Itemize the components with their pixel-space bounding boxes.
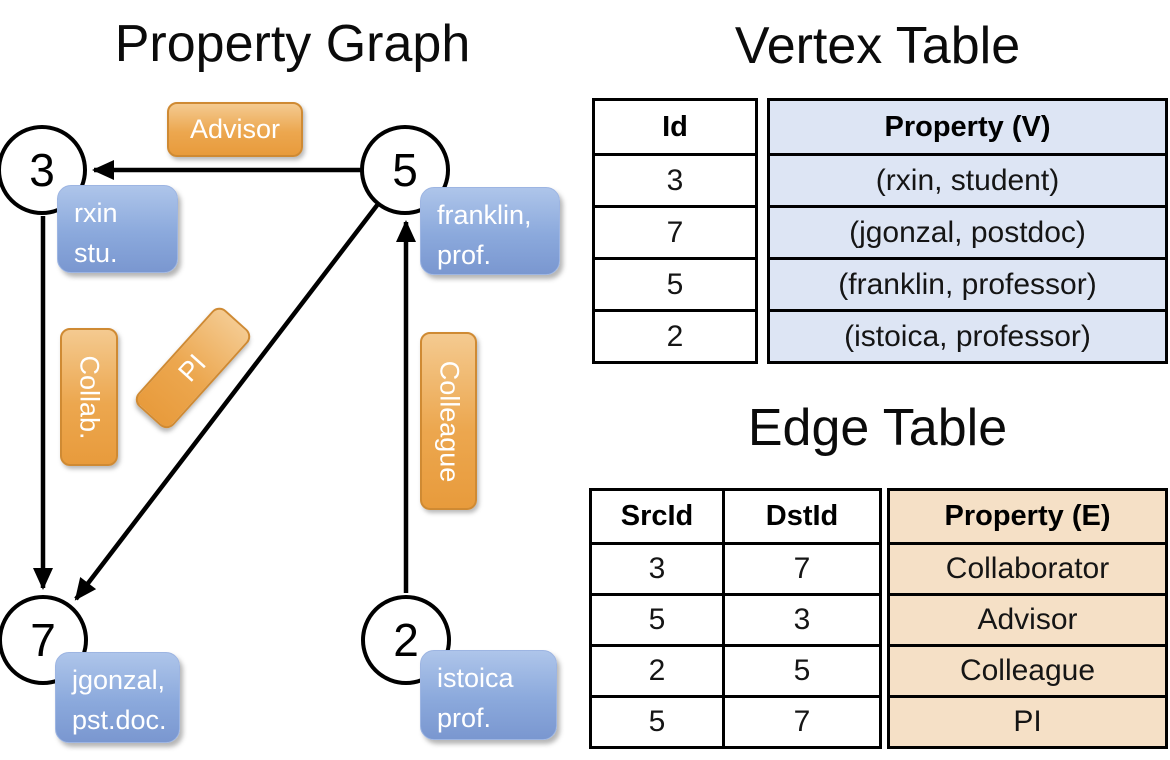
table-cell-id: 7 [595,205,755,257]
table-column-gap [758,98,767,364]
edge-label-advisor: Advisor [167,102,303,157]
table-cell-property: (franklin, professor) [770,257,1165,309]
column-header-property-v: Property (V) [770,101,1165,153]
table-cell-property: (rxin, student) [770,153,1165,205]
table-cell-property: (istoica, professor) [770,309,1165,361]
node-id-label: 3 [29,144,55,196]
edge-label-text: Colleague [434,360,464,482]
table-cell-dstid: 7 [725,695,879,746]
graph-node-5: 5 [360,125,450,215]
vertex-table: Id 3 7 5 2 Property (V) (rxin, student) … [592,98,1168,364]
vertex-property-line: pst.doc. [72,705,167,735]
table-cell-srcid: 5 [592,695,722,746]
edge-table-dstid-column: DstId 7 3 5 7 [725,488,882,749]
column-header-property-e: Property (E) [890,491,1165,542]
table-cell-edge-property: Collaborator [890,542,1165,593]
vertex-property-line: franklin, [437,200,532,230]
graph-node-2: 2 [361,595,451,685]
vertex-property-label-franklin: franklin, prof. [420,187,560,275]
vertex-property-line: istoica [437,663,514,693]
node-id-label: 7 [30,614,56,666]
vertex-property-label-istoica: istoica prof. [420,650,557,740]
table-cell-srcid: 5 [592,593,722,644]
table-cell-edge-property: Colleague [890,644,1165,695]
edge-label-text: Collab. [74,354,105,440]
vertex-table-title: Vertex Table [734,17,1021,75]
edge-line-pi-5-7 [74,202,380,601]
property-graph-title: Property Graph [114,15,471,73]
edge-label-text: PI [172,348,213,388]
vertex-property-label-rxin: rxin stu. [57,185,178,273]
vertex-property-line: prof. [437,703,492,733]
edge-label-collab: Collab. [60,328,118,466]
table-cell-dstid: 3 [725,593,879,644]
table-cell-dstid: 7 [725,542,879,593]
column-header-srcid: SrcId [620,500,694,532]
edge-table: SrcId 3 5 2 5 DstId 7 3 5 7 Property (E)… [589,488,1168,749]
edge-table-srcid-column: SrcId 3 5 2 5 [589,488,725,749]
column-header-id: Id [662,110,688,143]
table-cell-id: 3 [595,153,755,205]
table-cell-id: 5 [595,257,755,309]
vertex-property-line: jgonzal, [72,665,166,695]
table-cell-id: 2 [595,309,755,361]
vertex-property-line: prof. [437,240,492,270]
vertex-table-property-column: Property (V) (rxin, student) (jgonzal, p… [767,98,1168,364]
node-id-label: 2 [393,614,419,666]
table-cell-dstid: 5 [725,644,879,695]
vertex-property-label-jgonzal: jgonzal, pst.doc. [55,652,180,743]
node-id-label: 5 [392,144,418,196]
table-cell-property: (jgonzal, postdoc) [770,205,1165,257]
table-cell-srcid: 3 [592,542,722,593]
table-cell-srcid: 2 [592,644,722,695]
vertex-property-line: rxin [74,198,118,228]
table-cell-edge-property: Advisor [890,593,1165,644]
vertex-property-line: stu. [74,238,118,268]
vertex-table-id-column: Id 3 7 5 2 [592,98,758,364]
table-cell-edge-property: PI [890,695,1165,746]
edge-table-property-column: Property (E) Collaborator Advisor Collea… [887,488,1168,749]
graph-edges-svg [33,160,416,601]
edge-label-colleague: Colleague [420,332,477,510]
column-header-dstid: DstId [765,500,839,532]
edge-label-text: Advisor [189,114,281,144]
edge-table-title: Edge Table [747,399,1008,457]
